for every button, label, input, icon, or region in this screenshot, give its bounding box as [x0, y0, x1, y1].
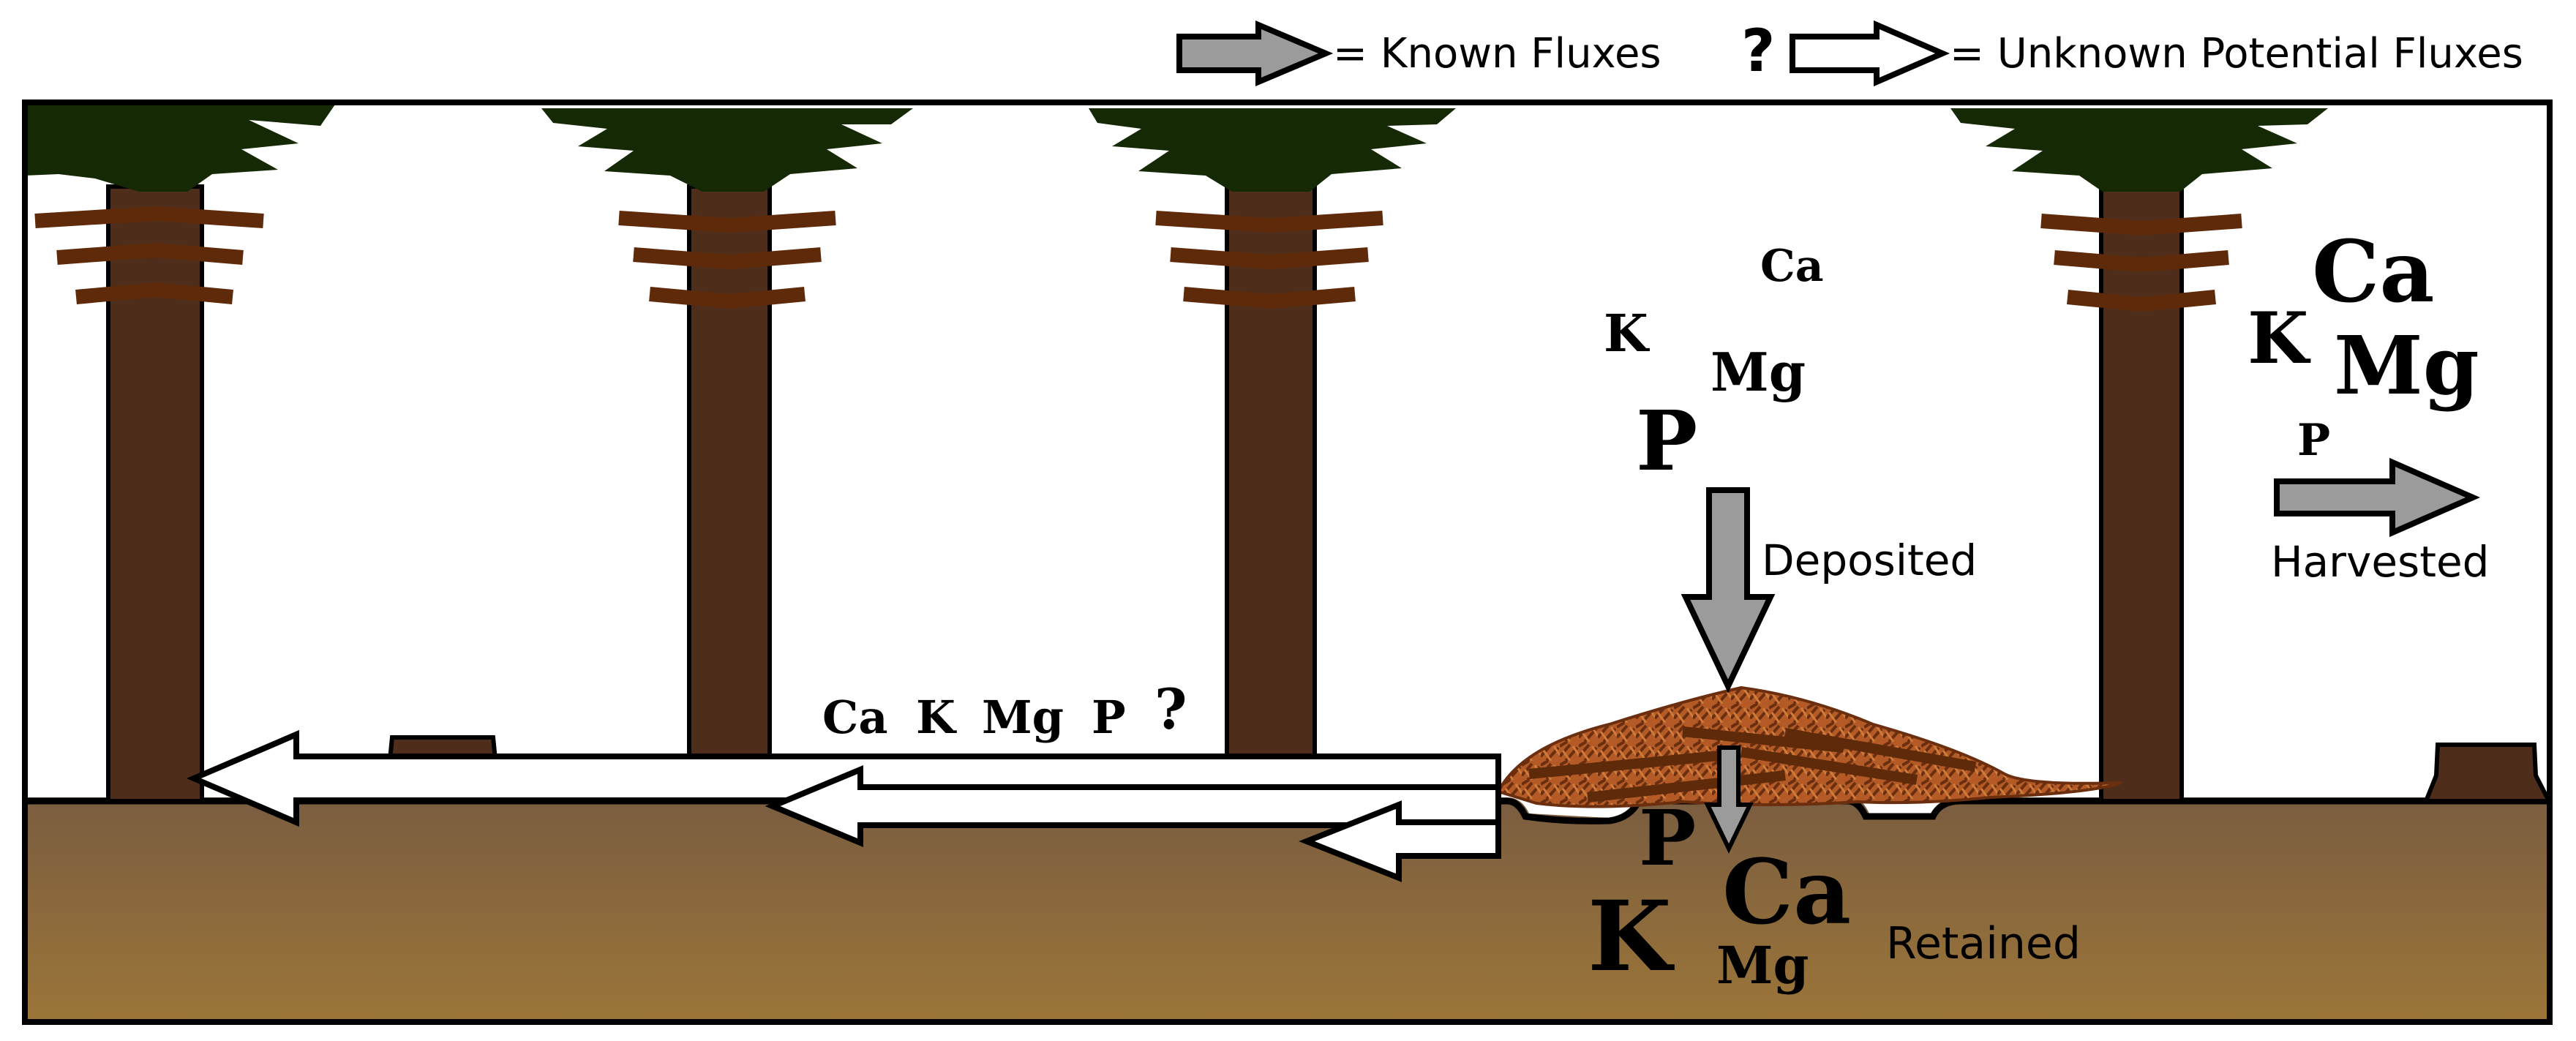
canopy-ca: Ca	[1760, 241, 1824, 292]
tree-foliage	[541, 108, 913, 192]
tree-foliage	[25, 102, 337, 192]
legend-question-mark: ?	[1741, 17, 1775, 85]
tree-trunk	[687, 184, 772, 803]
known-flux-legend-arrow	[1176, 20, 1334, 87]
unknown-flux-arrows	[186, 729, 1501, 882]
canopy-nutrients: Ca K Mg P	[1604, 241, 1824, 489]
legend-known-label: = Known Fluxes	[1333, 30, 1661, 78]
harvested-arrow	[2274, 457, 2481, 538]
slash-pile-branches	[1528, 726, 1977, 803]
ground-line	[25, 797, 2550, 824]
unknown-ca: Ca	[822, 691, 888, 744]
tree-4	[1950, 108, 2328, 803]
tree-foliage	[1950, 108, 2328, 192]
unknown-question-mark: ?	[1154, 677, 1187, 742]
tree-trunk	[2099, 184, 2184, 803]
unknown-p: P	[1092, 691, 1126, 744]
legend-unknown-label: = Unknown Potential Fluxes	[1950, 30, 2523, 78]
tree-trunk	[1225, 184, 1317, 803]
tree-branches	[618, 211, 836, 309]
retained-p: P	[1639, 793, 1696, 883]
canopy-mg: Mg	[1711, 341, 1806, 403]
legend: = Known Fluxes ? = Unknown Potential Flu…	[1176, 17, 2523, 87]
deposited-arrow	[1681, 487, 1776, 694]
stump-right	[2422, 743, 2553, 803]
tree-branches	[34, 206, 264, 304]
tree-foliage	[1089, 108, 1456, 192]
tree-branches	[1155, 211, 1383, 309]
tree-trunk	[106, 184, 204, 803]
retained-mg: Mg	[1716, 935, 1809, 996]
tree-2	[541, 108, 913, 803]
retained-label: Retained	[1886, 918, 2081, 969]
retained-ca: Ca	[1722, 839, 1851, 944]
unknown-mg: Mg	[982, 691, 1064, 744]
retained-arrow	[1704, 745, 1754, 854]
unknown-flux-nutrients: Ca K Mg P ?	[822, 677, 1187, 744]
harvested-p: P	[2297, 415, 2330, 466]
harvested-ca: Ca	[2312, 222, 2435, 322]
soil-ground	[25, 797, 2550, 1022]
harvested-label: Harvested	[2271, 537, 2489, 587]
unknown-flux-arrow-bottom	[1299, 800, 1501, 882]
harvested-k: K	[2248, 297, 2311, 380]
canopy-k: K	[1604, 303, 1650, 364]
retained-nutrients: P Ca K Mg	[1588, 793, 1851, 996]
canopy-p: P	[1636, 394, 1697, 489]
retained-k: K	[1588, 880, 1675, 993]
tree-3	[1089, 108, 1456, 803]
tree-1	[25, 102, 337, 803]
unknown-k: K	[916, 691, 957, 744]
tree-branches	[2040, 214, 2242, 312]
unknown-flux-legend-arrow	[1790, 20, 1950, 87]
harvested-nutrients: Ca K Mg P	[2248, 222, 2479, 466]
harvested-mg: Mg	[2334, 318, 2479, 413]
deposited-label: Deposited	[1762, 535, 1977, 585]
diagram-frame	[22, 99, 2553, 1025]
